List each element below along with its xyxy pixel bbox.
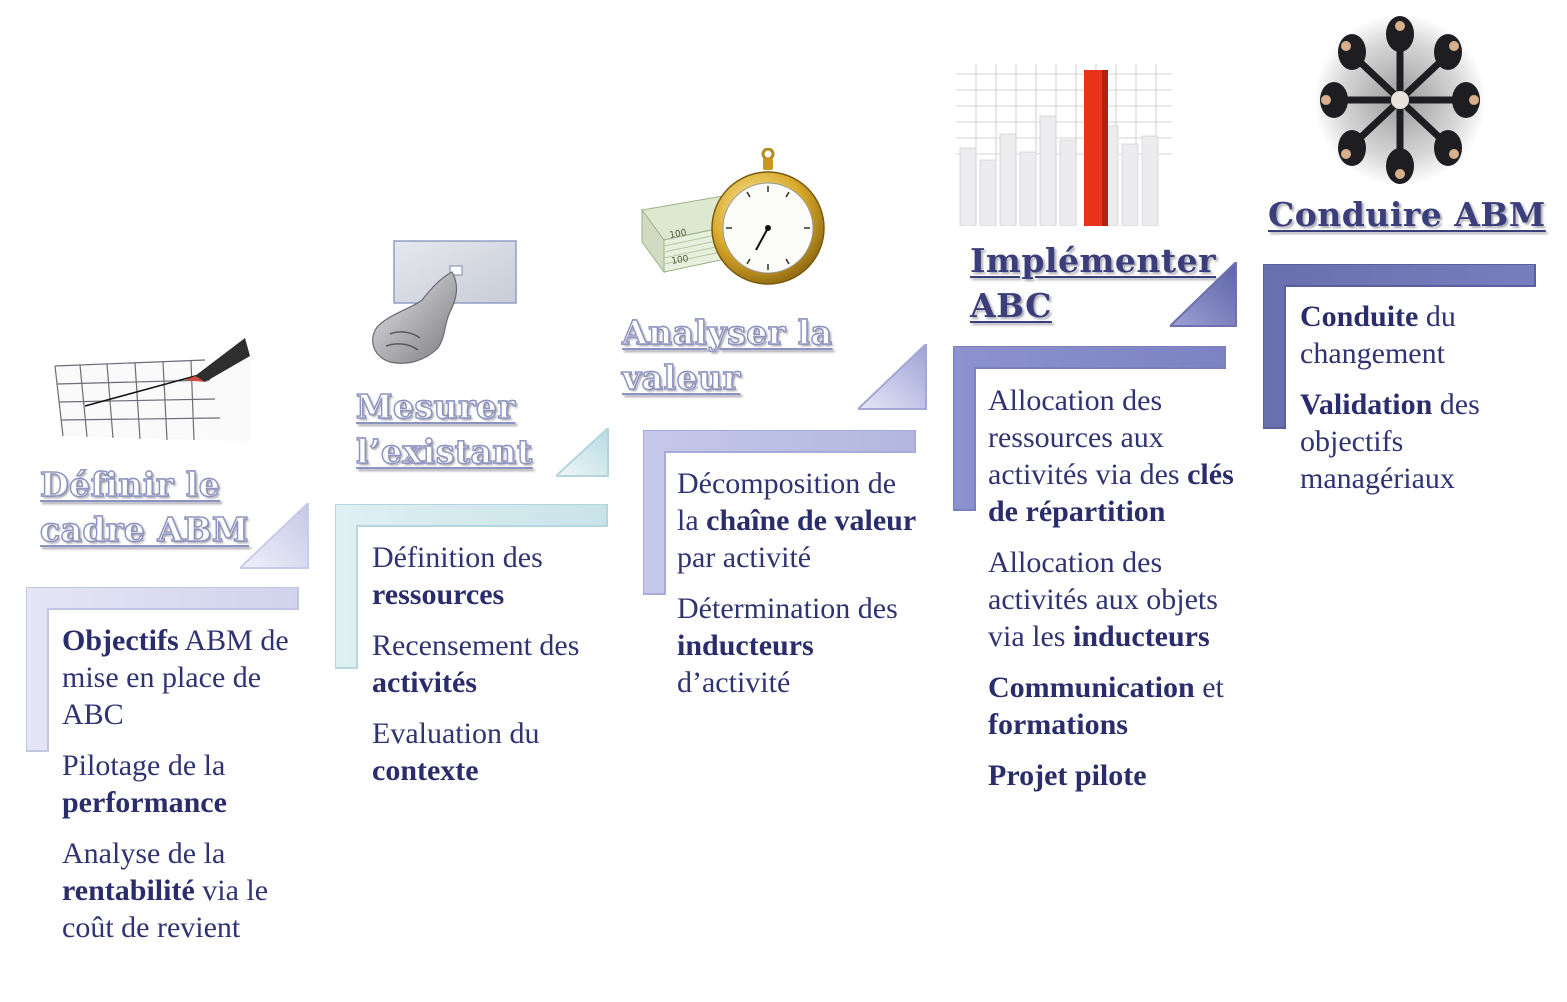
list-item: Décomposition de la chaîne de valeur par… [677,467,917,574]
step-1-bracket [26,587,299,752]
list-item: Analyse de la rentabilité via le coût de… [62,837,269,944]
list-item: Conduite du changement [1300,300,1456,370]
team-circle-icon [1314,14,1486,186]
step-5-items: Conduite du changement Validation des ob… [1300,298,1540,511]
step-3-title: Analyser la valeur [621,312,833,397]
money-stopwatch-icon: 100 100 [641,148,825,285]
list-item: Détermination des inducteurs d’activité [677,592,898,699]
step-1-items: Objectifs ABM de mise en place de ABC Pi… [62,622,302,960]
step-4-bracket [953,346,1226,511]
step-3-bracket [643,430,916,595]
step-2-bracket [335,504,608,669]
hand-pressing-button-icon [372,240,517,364]
grid-pen-icon [54,338,250,441]
step-2-connector-wedge [556,428,609,477]
step-5-title: Conduire ABM [1268,195,1546,234]
step-4-connector-wedge [1170,262,1237,327]
step-3-items: Décomposition de la chaîne de valeur par… [677,465,917,715]
list-item: Pilotage de la performance [62,749,227,819]
list-item: Validation des objectifs managériaux [1300,388,1480,495]
step-5-bracket [1263,264,1536,429]
list-item: Objectifs ABM de mise en place de ABC [62,624,289,731]
step-2-title: Mesurer l’existant [355,386,533,471]
svg-text:100: 100 [669,228,688,241]
step-1-connector-wedge [240,503,309,569]
list-item: Recensement des activités [372,629,580,699]
list-item: Allocation des ressources aux activités … [988,384,1234,528]
svg-text:100: 100 [671,254,690,267]
list-item: Définition des ressources [372,541,543,611]
step-3-connector-wedge [858,344,927,410]
list-item: Evaluation du contexte [372,717,540,787]
step-2-items: Définition des ressources Recensement de… [372,539,612,803]
list-item: Communication et formations [988,671,1224,741]
step-4-title: Implémenter ABC [970,241,1216,325]
step-1-title: Définir le cadre ABM [39,464,249,549]
bar-chart-icon [956,64,1172,226]
step-4-items: Allocation des ressources aux activités … [988,382,1250,808]
list-item: Projet pilote [988,759,1147,792]
list-item: Allocation des activités aux objets via … [988,546,1218,653]
